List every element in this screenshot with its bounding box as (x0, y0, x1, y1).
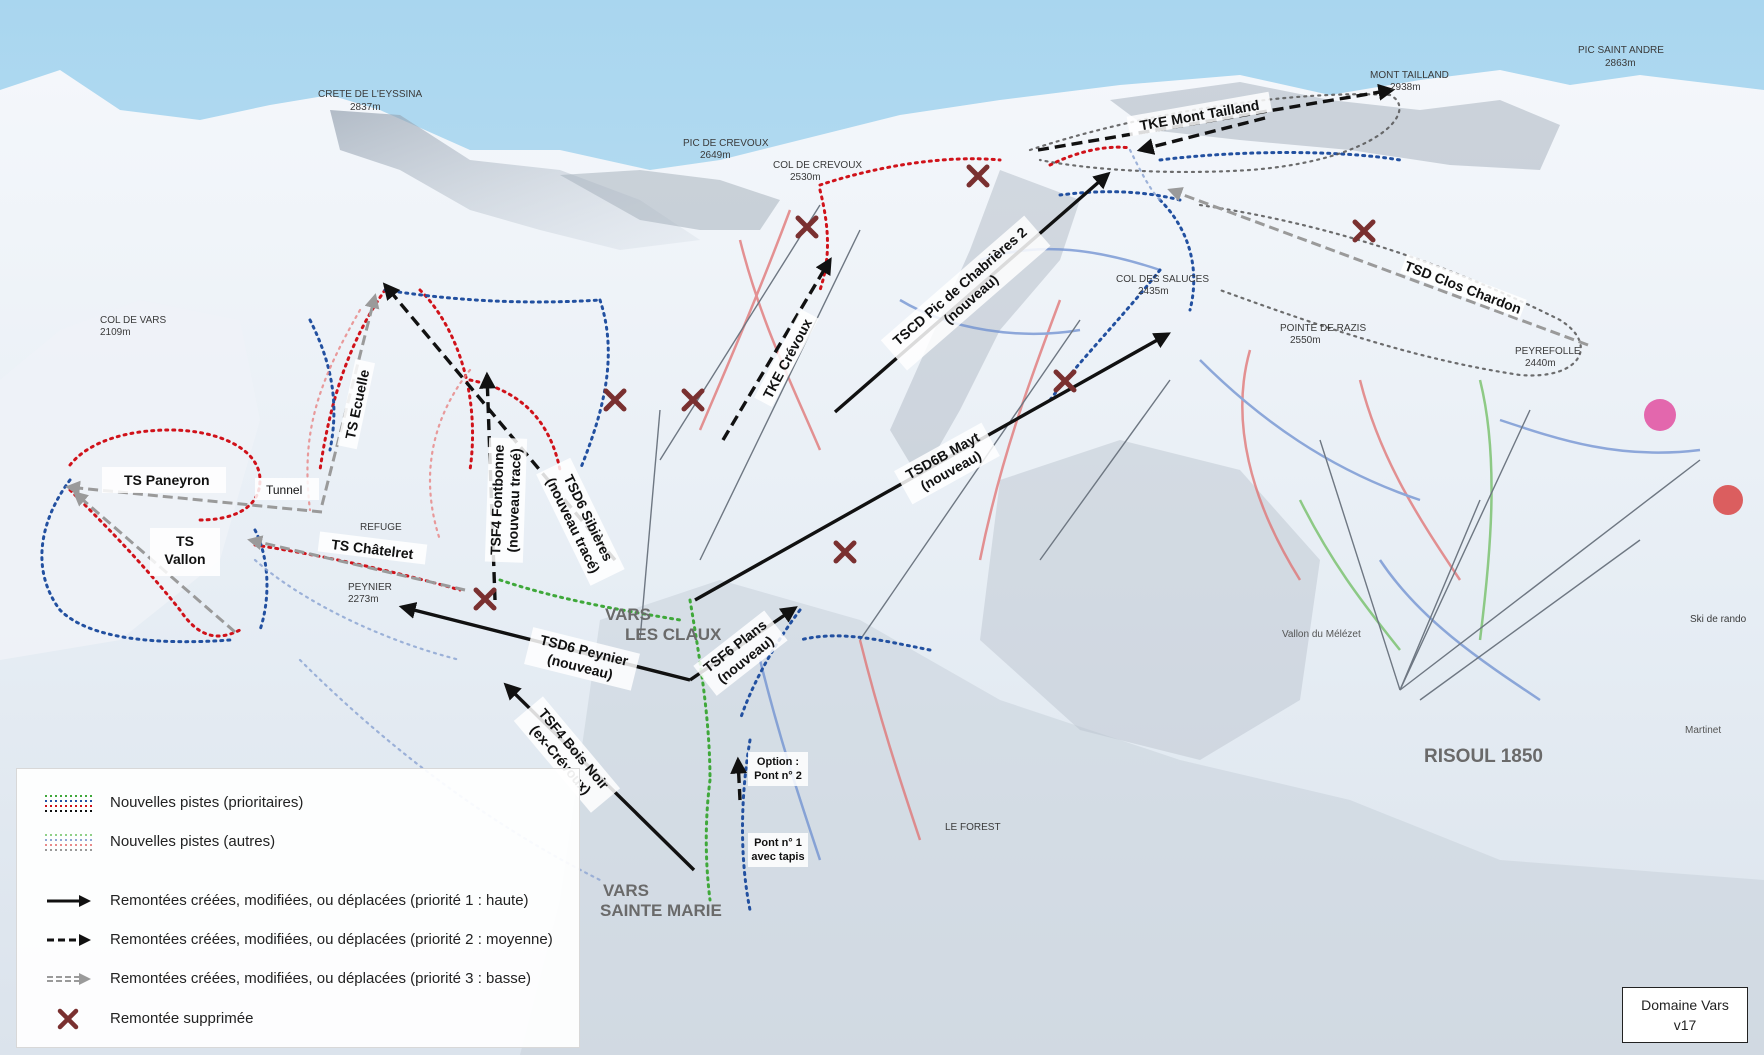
label-vars-ste-marie-2: SAINTE MARIE (600, 901, 722, 920)
label-col-vars-alt: 2109m (100, 327, 131, 338)
removed-x-icon (473, 587, 497, 611)
lift-pont-2 (730, 756, 748, 801)
lift-tke-mont-tailland-return (1136, 116, 1266, 155)
label-pont-1: Pont n° 1 avec tapis (748, 833, 808, 867)
risoul-logo-icon (1644, 399, 1676, 431)
label-col-saluces: COL DES SALUCES (1116, 274, 1209, 285)
removed-x-icon (603, 388, 627, 412)
legend-row-removed: Remontée supprimée (17, 1007, 577, 1031)
legend-label-lifts-p3: Remontées créées, modifiées, ou déplacée… (110, 970, 532, 987)
label-peynier: PEYNIER (348, 582, 392, 593)
lift-label-tsf4-fontbonne: TSF4 Fontbonne (nouveau tracé) (484, 437, 528, 563)
removed-x-icon (1053, 369, 1077, 393)
label-pic-crevoux-alt: 2649m (700, 150, 731, 161)
svg-text:Pont n° 1: Pont n° 1 (754, 837, 802, 849)
label-pointe-razis-alt: 2550m (1290, 335, 1321, 346)
label-peyrefolle: PEYREFOLLE (1515, 346, 1581, 357)
removed-x-icon (966, 164, 990, 188)
legend-label-new-runs-priority: Nouvelles pistes (prioritaires) (110, 794, 304, 811)
label-col-saluces-alt: 2435m (1138, 286, 1169, 297)
forest-shade (980, 440, 1320, 760)
version-title: Domaine Vars (1641, 997, 1729, 1013)
svg-text:TS: TS (176, 533, 194, 549)
map-legend: Nouvelles pistes (prioritaires) Nouvelle… (16, 768, 580, 1048)
legend-swatch-dotted-other (45, 834, 93, 851)
label-le-forest: LE FOREST (945, 822, 1001, 833)
svg-text:(nouveau tracé): (nouveau tracé) (504, 448, 524, 553)
risoul-logo-icon-2 (1713, 485, 1743, 515)
legend-row-lifts-p2: Remontées créées, modifiées, ou déplacée… (17, 928, 577, 952)
removed-x-icon (795, 215, 819, 239)
removed-x-icon (681, 388, 705, 412)
version-number: v17 (1673, 1017, 1697, 1033)
label-pointe-razis: POINTE DE RAZIS (1280, 323, 1366, 334)
legend-arrow-solid-icon (47, 895, 91, 907)
existing-lifts (639, 204, 1701, 701)
label-peyrefolle-alt: 2440m (1525, 358, 1556, 369)
svg-text:Vallon: Vallon (164, 551, 205, 567)
legend-label-lifts-p1: Remontées créées, modifiées, ou déplacée… (110, 892, 529, 909)
legend-removed-x-icon (57, 1008, 79, 1030)
label-peynier-alt: 2273m (348, 594, 379, 605)
svg-text:Pont n° 2: Pont n° 2 (754, 770, 802, 782)
legend-row-lifts-p1: Remontées créées, modifiées, ou déplacée… (17, 889, 577, 913)
lift-label-ts-vallon: TS Vallon (150, 528, 220, 576)
valley-shade (520, 580, 1764, 1055)
label-martinet: Martinet (1685, 725, 1721, 736)
lift-tke-crevoux (721, 257, 832, 441)
label-crete-eyssina: CRETE DE L'EYSSINA (318, 89, 422, 100)
legend-label-lifts-p2: Remontées créées, modifiées, ou déplacée… (110, 931, 553, 948)
label-mont-tailland: MONT TAILLAND (1370, 70, 1449, 81)
label-risoul: RISOUL 1850 (1424, 746, 1543, 767)
label-col-vars: COL DE VARS (100, 315, 166, 326)
legend-label-new-runs-other: Nouvelles pistes (autres) (110, 833, 276, 850)
label-crete-eyssina-alt: 2837m (350, 102, 381, 113)
label-pic-saint-andre-alt: 2863m (1605, 58, 1636, 69)
label-col-crevoux: COL DE CREVOUX (773, 160, 862, 171)
label-pic-saint-andre: PIC SAINT ANDRE (1578, 45, 1664, 56)
label-ski-rando: Ski de rando (1690, 614, 1747, 625)
legend-swatch-dotted-priority (45, 795, 93, 812)
version-box: Domaine Vars v17 (1622, 987, 1748, 1043)
legend-row-lifts-p3: Remontées créées, modifiées, ou déplacée… (17, 967, 577, 991)
removed-x-icon (833, 540, 857, 564)
ridge-crevoux (560, 170, 780, 230)
label-col-crevoux-alt: 2530m (790, 172, 821, 183)
legend-row-new-runs-priority: Nouvelles pistes (prioritaires) (17, 791, 577, 815)
label-pic-crevoux: PIC DE CREVOUX (683, 138, 769, 149)
svg-text:TS Paneyron: TS Paneyron (124, 472, 210, 488)
svg-text:TSF4 Fontbonne: TSF4 Fontbonne (487, 444, 507, 555)
label-vallon-meleze: Vallon du Mélézet (1282, 629, 1361, 640)
svg-text:Option :: Option : (757, 756, 799, 768)
label-refuge: REFUGE (360, 522, 402, 533)
removed-lifts (473, 164, 1376, 611)
label-vars-ste-marie: VARS (603, 881, 649, 900)
label-vars-claux-2: LES CLAUX (625, 625, 722, 644)
legend-arrow-dashed-icon (47, 934, 91, 946)
label-mont-tailland-alt: 2938m (1390, 82, 1421, 93)
label-option-pont-2: Option : Pont n° 2 (748, 752, 808, 786)
ridge-eyssina (330, 110, 700, 250)
legend-label-removed: Remontée supprimée (110, 1010, 254, 1027)
lift-ts-chatelret (247, 535, 466, 592)
lift-label-tunnel: Tunnel (255, 478, 319, 500)
removed-x-icon (1352, 219, 1376, 243)
legend-row-new-runs-other: Nouvelles pistes (autres) (17, 830, 577, 854)
svg-text:Tunnel: Tunnel (266, 483, 302, 497)
legend-arrow-grey-icon (47, 973, 91, 985)
label-vars-claux: VARS (605, 605, 651, 624)
svg-text:avec tapis: avec tapis (751, 851, 804, 863)
lift-label-ts-paneyron: TS Paneyron (102, 467, 226, 493)
